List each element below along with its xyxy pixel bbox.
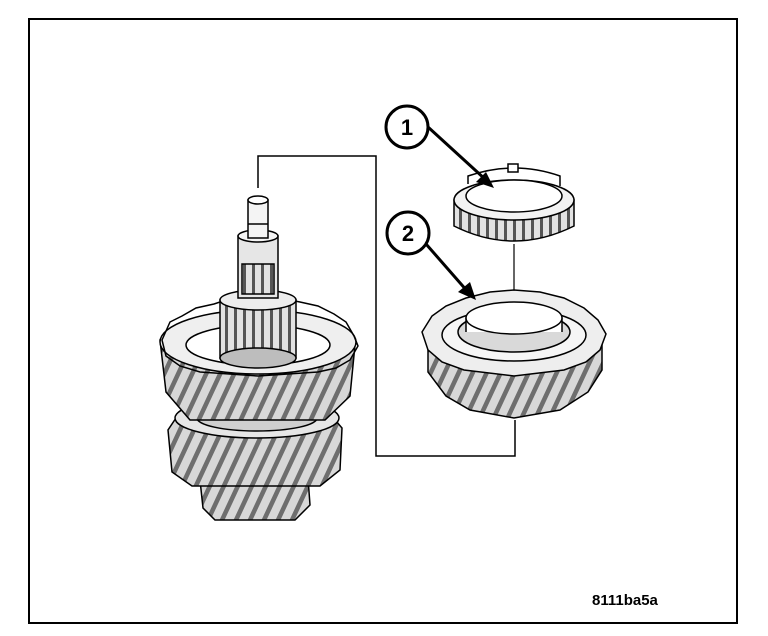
part-2-gear [421, 289, 607, 419]
diagram-frame [28, 18, 738, 624]
gear-shaft-assembly [159, 195, 359, 521]
alignment-leader-line [257, 155, 516, 457]
callout-2-leader-arrow [424, 243, 470, 293]
callout-1-number: 1 [401, 115, 413, 140]
callout-1-leader-arrow [426, 125, 488, 182]
callout-2-circle [385, 210, 431, 256]
figure-id-label: 8111ba5a [592, 592, 658, 609]
part-1-blocker-ring [453, 163, 575, 242]
callout-2: 2 [385, 210, 476, 300]
callout-1: 1 [384, 104, 494, 188]
callout-2-number: 2 [402, 221, 414, 246]
